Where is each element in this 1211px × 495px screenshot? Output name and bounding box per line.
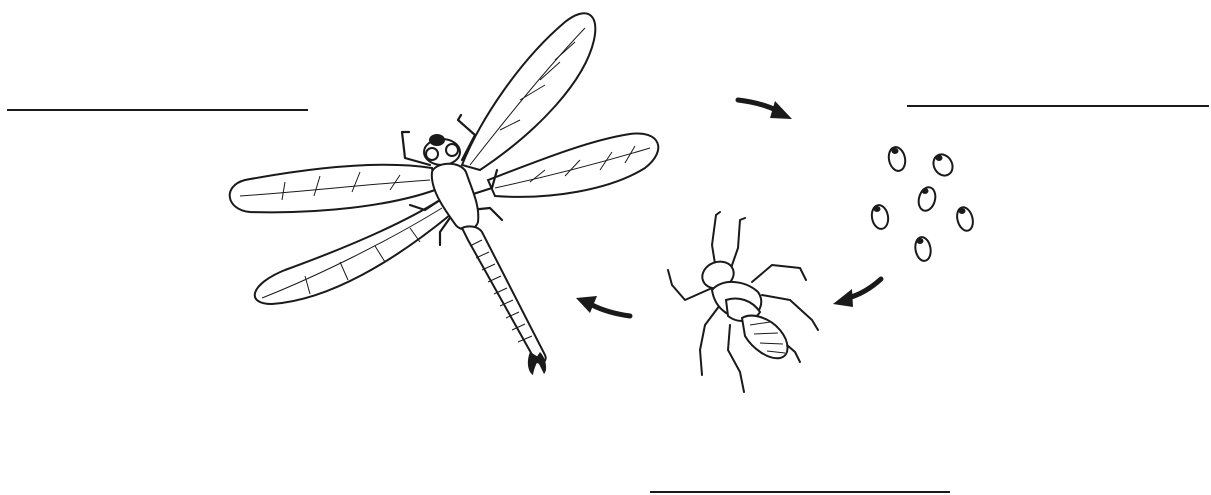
egg [930,151,957,179]
egg [887,146,908,173]
dragonfly-wing-lower-left [255,200,450,304]
egg [914,236,933,262]
arrow-adult-to-eggs [738,100,792,119]
dragonfly-head [424,134,460,165]
nymph-abdomen [742,316,788,359]
arrow-nymph-to-adult [576,296,630,316]
arrow-eggs-to-nymph [833,279,881,307]
dragonfly-wing-left [230,165,435,213]
dragonfly-wing-upper-right [462,13,595,170]
egg [955,205,976,232]
egg [870,204,890,230]
egg [916,185,938,212]
nymph [668,212,818,392]
dragonfly-adult [230,13,659,375]
eggs [870,146,975,263]
dragonfly-abdomen [462,226,546,375]
